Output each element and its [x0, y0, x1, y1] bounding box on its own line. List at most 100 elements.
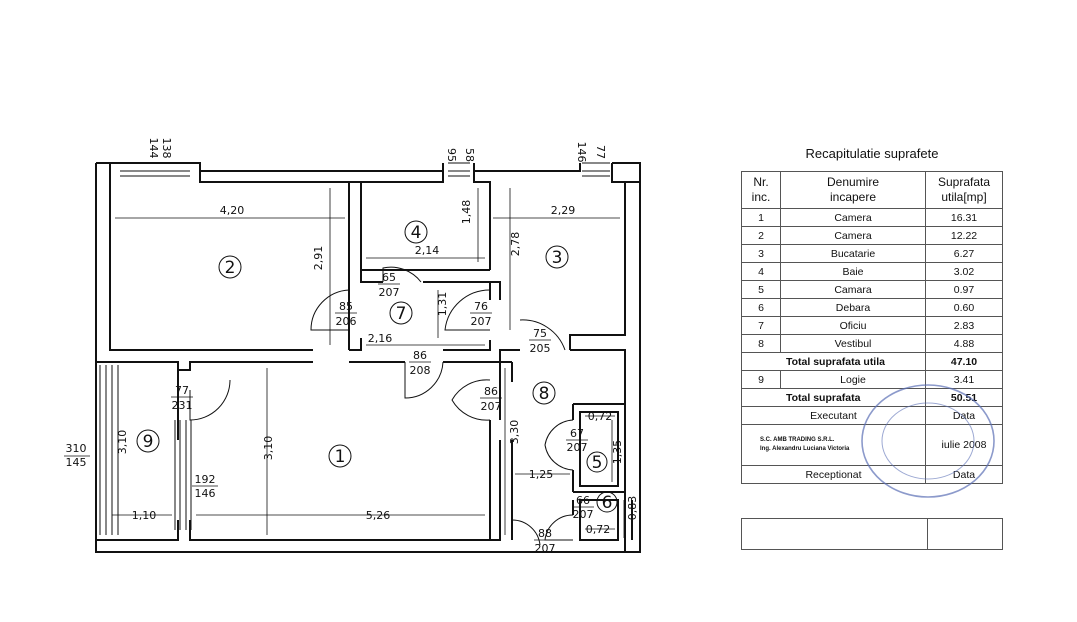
total-label: Total suprafata [741, 388, 926, 407]
row-name: Camara [780, 280, 926, 299]
door-9-width: 77 [175, 384, 189, 397]
window-4-bottom: 58 [463, 148, 476, 162]
dim-room4-height: 1,48 [460, 200, 473, 225]
row-name: Debara [780, 298, 926, 317]
floor-plan: 1 2 3 4 5 6 7 8 9 4,20 2,91 1,48 2,14 2,… [64, 138, 641, 555]
room-numbers: 1 2 3 4 5 6 7 8 9 [143, 223, 613, 513]
room-5-number: 5 [592, 453, 603, 473]
row-name: Bucatarie [780, 244, 926, 263]
door-1-width: 86 [484, 385, 498, 398]
door-4-width: 65 [382, 271, 396, 284]
dim-room6-width: 0,72 [586, 523, 611, 536]
row-nr: 3 [741, 244, 781, 263]
row-nr: 6 [741, 298, 781, 317]
door-6-height: 207 [573, 508, 594, 521]
door-5-width: 67 [570, 427, 584, 440]
row-name: Baie [780, 262, 926, 281]
room-6-circle [596, 491, 618, 513]
door-hall-height: 208 [410, 364, 431, 377]
door-hall-width: 86 [413, 349, 427, 362]
window-2-bottom: 144 [147, 138, 160, 159]
dim-hall-width: 2,16 [368, 332, 393, 345]
dim-room9-width: 1,10 [132, 509, 157, 522]
row-nr: 8 [741, 334, 781, 353]
dim-hall-height: 1,31 [436, 292, 449, 317]
dim-room4-width: 2,14 [415, 244, 440, 257]
row-area: 0.60 [925, 298, 1003, 317]
row-area: 6.27 [925, 244, 1003, 263]
room-4-circle [404, 220, 428, 244]
dimension-lines [111, 188, 625, 538]
dim-room6-height: 0,83 [626, 496, 639, 521]
door-5-height: 207 [567, 441, 588, 454]
window-labels: 138 144 95 58 146 77 310 145 [64, 138, 607, 469]
walls [95, 162, 641, 553]
row-nr: 9 [741, 370, 781, 389]
room-9-number: 9 [143, 432, 154, 452]
recap-signature-area [741, 518, 1003, 550]
row-nr: 7 [741, 316, 781, 335]
door-3-height: 207 [471, 315, 492, 328]
door-label-fraction-lines [171, 283, 594, 541]
row-area: 12.22 [925, 226, 1003, 245]
room-5-circle [586, 451, 608, 473]
door-9b-width: 192 [195, 473, 216, 486]
door-6-width: 66 [576, 494, 590, 507]
row-area: 3.02 [925, 262, 1003, 281]
room-3-circle [545, 245, 569, 269]
room-2-number: 2 [225, 258, 236, 278]
row-area: 4.88 [925, 334, 1003, 353]
room-2-circle [218, 255, 242, 279]
window-9-bottom: 145 [66, 456, 87, 469]
room-8-number: 8 [539, 384, 550, 404]
door-2-width: 85 [339, 300, 353, 313]
company-row: S.C. AMB TRADING S.R.L.Ing. Alexandru Lu… [741, 424, 1003, 466]
dim-room2-height: 2,91 [312, 246, 325, 271]
company-info: S.C. AMB TRADING S.R.L.Ing. Alexandru Lu… [741, 424, 926, 466]
row-area: 3.41 [925, 370, 1003, 389]
dim-room5-width: 0,72 [588, 410, 613, 423]
total-value: 50.51 [925, 388, 1003, 407]
row-name: Camera [780, 226, 926, 245]
door-swings [189, 266, 574, 546]
dim-room1-width: 5,26 [366, 509, 391, 522]
window-3-top: 146 [575, 142, 588, 163]
window-2-top: 138 [160, 138, 173, 159]
executant-row: Executant Data [741, 406, 1003, 425]
row-nr: 2 [741, 226, 781, 245]
receptionat-label: Receptionat [741, 465, 926, 484]
dim-room8-width: 1,25 [529, 468, 554, 481]
date-value: iulie 2008 [925, 424, 1003, 466]
row-nr: 5 [741, 280, 781, 299]
total-util-value: 47.10 [925, 352, 1003, 371]
row-area: 2.83 [925, 316, 1003, 335]
room-9-circle [136, 429, 160, 453]
row-name: Oficiu [780, 316, 926, 335]
room-1-circle [328, 444, 352, 468]
door-9b-height: 146 [195, 487, 216, 500]
door-3-width: 76 [474, 300, 488, 313]
row-nr: 1 [741, 208, 781, 227]
dim-room3-height: 2,78 [509, 232, 522, 257]
door-8-width: 75 [533, 327, 547, 340]
row-name: Camera [780, 208, 926, 227]
door-2-height: 206 [336, 315, 357, 328]
window-4-top: 95 [445, 148, 458, 162]
dim-room1-height: 3,10 [262, 436, 275, 461]
door-entry-height: 207 [535, 542, 556, 555]
recap-title: Recapitulatie suprafete [805, 146, 939, 161]
door-4-height: 207 [379, 286, 400, 299]
room-3-number: 3 [552, 248, 563, 268]
room-8-circle [532, 381, 556, 405]
door-labels: 65 207 85 206 76 207 75 205 86 208 86 20… [172, 271, 594, 555]
